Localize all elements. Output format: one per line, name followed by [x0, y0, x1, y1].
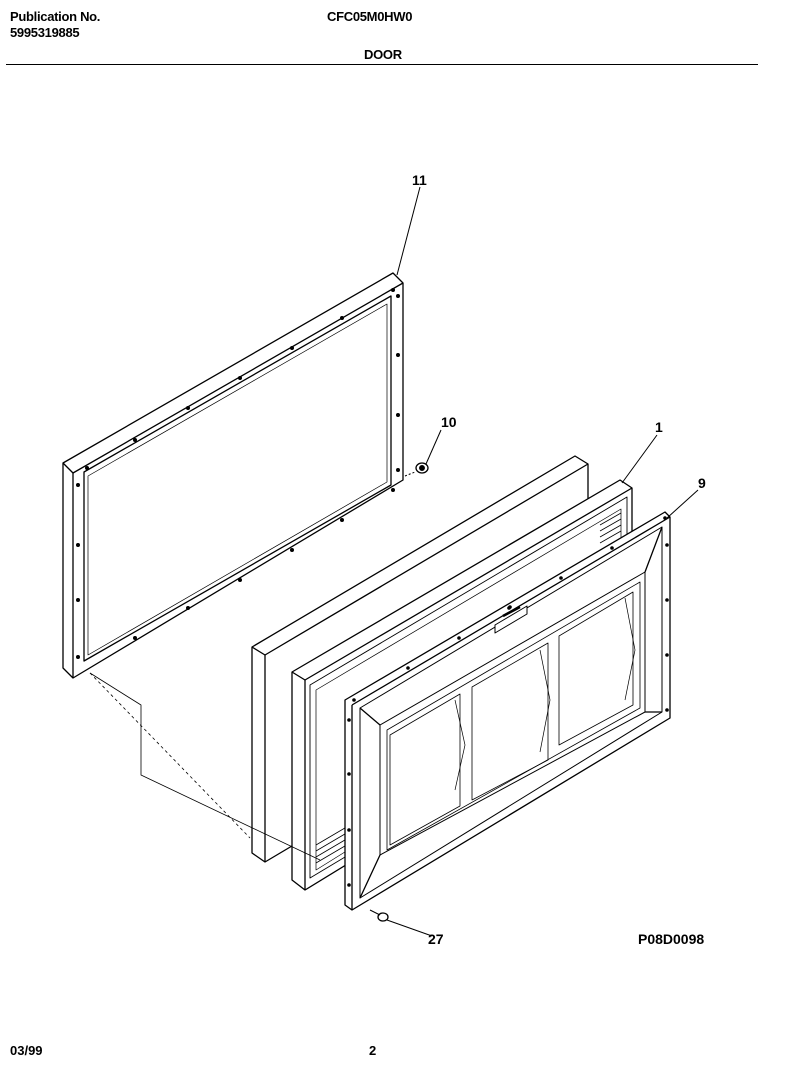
door-screw — [369, 909, 433, 937]
section-title: DOOR — [364, 47, 402, 62]
page-number: 2 — [369, 1043, 377, 1058]
callout-10: 10 — [441, 414, 457, 430]
door-plug — [404, 429, 442, 477]
publication-number: 5995319885 — [10, 25, 80, 40]
publication-label: Publication No. — [10, 9, 101, 24]
diagram-code: P08D0098 — [638, 931, 704, 947]
inner-door-panel — [62, 186, 421, 679]
model-number: CFC05M0HW0 — [327, 9, 413, 24]
callout-27: 27 — [428, 931, 444, 947]
header-rule — [6, 64, 758, 65]
callout-9: 9 — [698, 475, 706, 491]
outer-door-frame — [344, 489, 699, 911]
alignment-lines — [89, 672, 321, 861]
callout-1: 1 — [655, 419, 663, 435]
revision-date: 03/99 — [10, 1043, 43, 1058]
callout-11: 11 — [412, 172, 427, 188]
